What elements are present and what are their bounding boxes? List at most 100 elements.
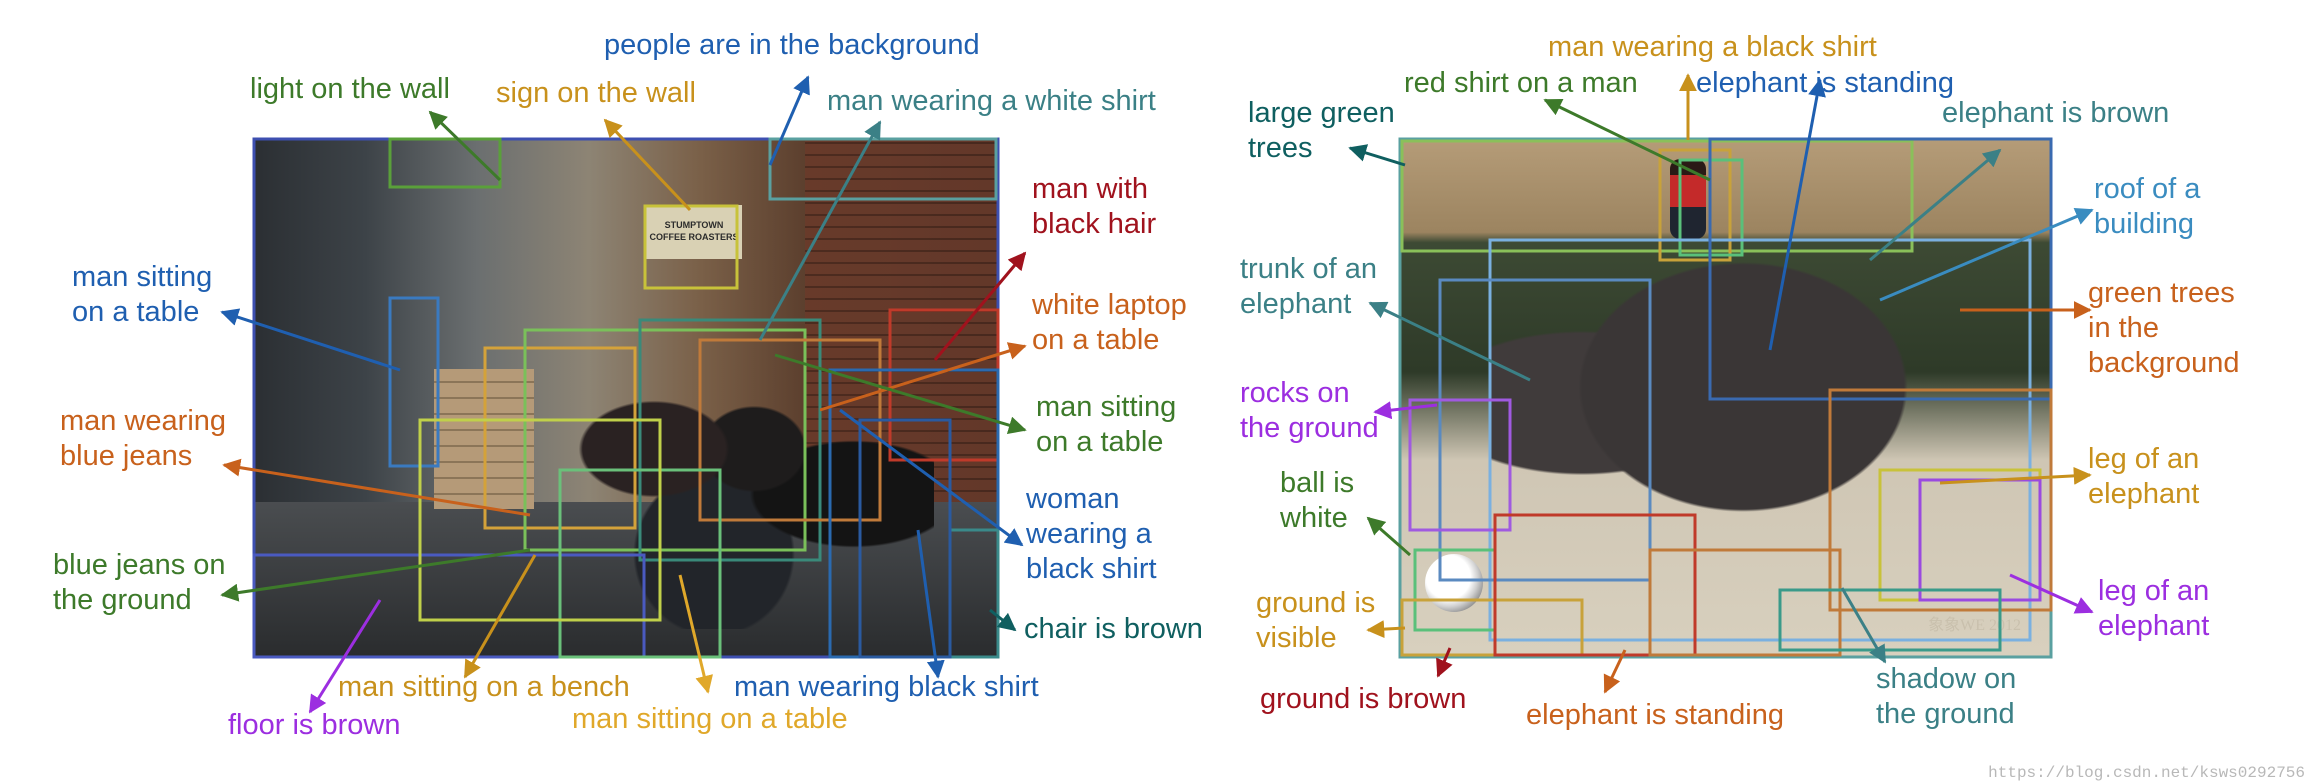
arrow-floor [308,599,382,714]
label-leg-2: leg of an elephant [2098,574,2209,644]
label-elephant-standing-bottom: elephant is standing [1526,699,1784,731]
right-bounding-boxes [1398,137,2053,659]
label-line: white laptop [1032,289,1187,321]
bbox-people-background [252,137,1000,659]
label-line: ground is [1256,587,1376,619]
label-line: elephant [1240,288,1352,320]
arrow-large-trees [1348,144,1406,167]
bbox-ground-brown [1493,513,1697,657]
arrow-chair [989,608,1017,632]
label-chair-brown: chair is brown [1024,613,1203,645]
label-elephant-brown: elephant is brown [1942,97,2170,129]
label-line: man sitting [72,261,213,293]
label-man-white-shirt: man wearing a white shirt [827,85,1156,117]
label-line: trunk of an [1240,253,1378,285]
label-line: man with [1032,173,1149,205]
arrow-man-table-right [774,353,1027,434]
bbox-leg-1 [1878,468,2042,602]
arrow-ground-visible [1366,620,1406,639]
label-woman-black-shirt: woman wearing a black shirt [1026,482,1157,587]
label-large-green-trees: large green trees [1248,96,1395,166]
cafe-sign: STUMPTOWN COFFEE ROASTERS [646,205,742,259]
label-roof-building: roof of a building [2094,172,2200,242]
arrow-ball [1366,516,1411,557]
bbox-chair [948,528,1000,659]
label-blue-jeans-ground: blue jeans on the ground [53,548,226,618]
label-line: background [2088,347,2240,379]
right-arrows [1348,73,2094,694]
bbox-man-black-shirt [1658,148,1732,262]
bbox-black-shirt [858,418,952,659]
arrow-woman-black [839,408,1024,547]
bbox-ground-visible [1400,598,1584,657]
label-r-man-black-shirt: man wearing a black shirt [1548,31,1877,63]
label-line: black shirt [1026,553,1157,585]
label-line: woman [1026,483,1120,515]
label-line: on a table [1036,426,1164,458]
bbox-black-hair [888,308,1000,462]
cafe-sign-line2: COFFEE ROASTERS [649,232,739,242]
label-line: large green [1248,97,1395,129]
arrow-black-shirt [916,529,945,679]
rider [1670,159,1706,239]
bbox-man-table-left [388,296,440,468]
arrow-leg-2 [2009,573,2094,614]
cafe-people [534,329,934,629]
label-line: the ground [53,584,192,616]
bbox-light-wall [388,137,502,189]
arrow-ground-brown [1436,647,1453,678]
arrow-shadow [1840,587,1887,664]
label-shadow-ground: shadow on the ground [1876,662,2016,732]
label-line: ball is [1280,467,1355,499]
label-line: the ground [1876,698,2015,730]
label-man-sitting-table-bottom: man sitting on a table [572,703,848,735]
label-line: the ground [1240,412,1379,444]
arrow-man-bench [463,554,537,679]
source-url: https://blog.csdn.net/ksws0292756 [1988,764,2305,782]
label-line: wearing a [1026,518,1152,550]
label-line: on a table [72,296,200,328]
bbox-shadow [1778,588,2002,652]
arrow-leg-1 [1939,466,2092,485]
bbox-white-shirt [768,137,998,201]
label-line: visible [1256,622,1337,654]
bbox-man-bench [558,468,722,659]
arrow-elephant-standing-top [1768,78,1826,351]
photo-watermark: 象象WE 2012 [1928,617,2021,634]
label-green-trees: green trees in the background [2088,276,2240,381]
arrow-elephant-brown [1869,148,2002,262]
left-bounding-boxes [252,137,1000,659]
label-line: man sitting [1036,391,1177,423]
label-people-background: people are in the background [604,29,980,61]
label-red-shirt: red shirt on a man [1404,67,1638,99]
bbox-green-trees [1828,388,2053,612]
label-line: leg of an [2098,575,2210,607]
arrow-laptop [819,342,1027,412]
label-line: rocks on [1240,377,1350,409]
label-ground-brown: ground is brown [1260,683,1467,715]
bbox-roof [1708,137,2053,401]
label-line: in the [2088,312,2159,344]
arrow-sign-wall [603,118,692,212]
bbox-laptop [638,318,822,562]
bbox-elephant-bottom [1648,548,1842,657]
label-man-black-shirt: man wearing black shirt [734,671,1039,703]
bbox-trunk [1438,278,1652,582]
arrow-people-bg [768,75,810,166]
label-light-on-wall: light on the wall [250,73,450,105]
label-line: leg of an [2088,443,2200,475]
label-ground-visible: ground is visible [1256,586,1375,656]
label-man-black-hair: man with black hair [1032,172,1156,242]
label-line: building [2094,208,2194,240]
bbox-sign-wall [643,204,739,290]
left-arrows [220,75,1027,714]
bbox-man-table-mid [523,328,807,552]
arrow-rocks [1373,401,1438,420]
label-line: elephant [2098,610,2210,642]
bbox-ball [1413,548,1497,632]
label-line: black hair [1032,208,1157,240]
label-floor-brown: floor is brown [228,709,401,741]
bbox-jeans-ground [252,553,646,659]
label-line: blue jeans on [53,549,226,581]
